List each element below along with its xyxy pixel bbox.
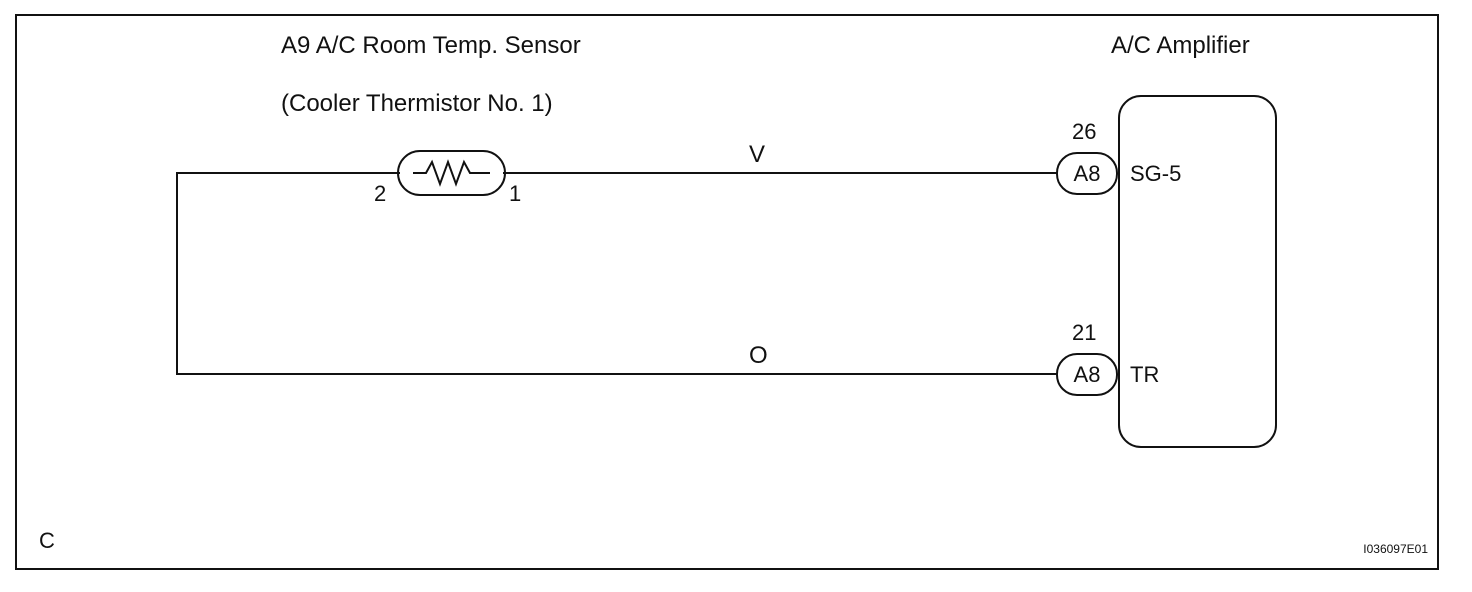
connector-oval	[1056, 152, 1118, 195]
connector-name: A8	[1074, 362, 1101, 387]
connector-a8-pin-26: A8	[1056, 152, 1118, 195]
wire-color-o: O	[749, 342, 768, 369]
sensor-pin-2: 2	[374, 181, 386, 206]
connector-oval	[1056, 353, 1118, 396]
corner-label: C	[39, 528, 55, 553]
sensor-title: A9 A/C Room Temp. Sensor	[281, 32, 581, 59]
pin-number-26: 26	[1072, 119, 1096, 144]
terminal-tr: TR	[1130, 362, 1159, 387]
amplifier-box	[1118, 95, 1277, 448]
diagram-frame	[15, 14, 1439, 570]
connector-name: A8	[1074, 161, 1101, 186]
terminal-sg-5: SG-5	[1130, 161, 1181, 186]
amplifier-title: A/C Amplifier	[1111, 32, 1250, 59]
thermistor-body	[397, 150, 506, 196]
wire-return-loop	[176, 172, 1058, 375]
sensor-subtitle: (Cooler Thermistor No. 1)	[281, 90, 553, 117]
wire-color-v: V	[749, 141, 765, 168]
thermistor-symbol	[397, 150, 506, 196]
connector-a8-pin-21: A8	[1056, 353, 1118, 396]
resistor-zigzag	[413, 159, 490, 187]
pin-number-21: 21	[1072, 320, 1096, 345]
figure-id: I036097E01	[1363, 542, 1428, 556]
sensor-pin-1: 1	[509, 181, 521, 206]
